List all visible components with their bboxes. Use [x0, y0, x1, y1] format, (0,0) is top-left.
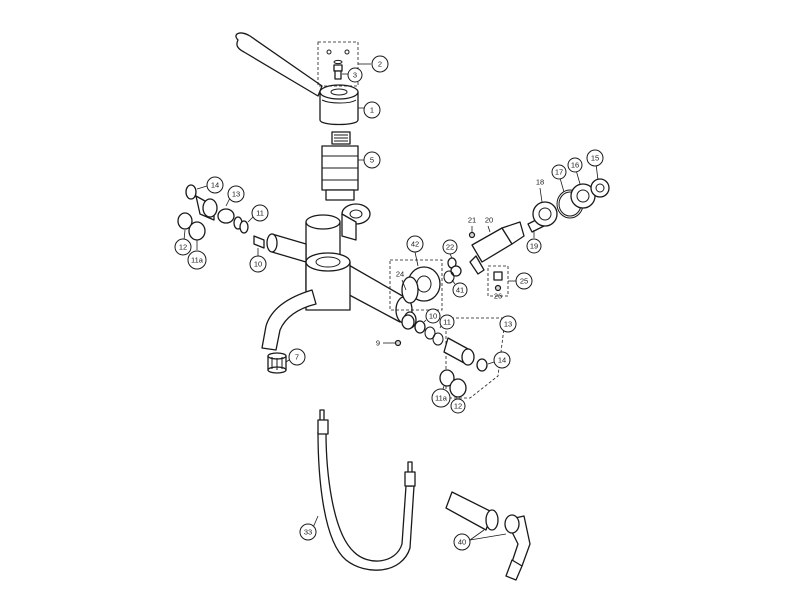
callout-13-left-label: 13: [232, 190, 240, 199]
lever-handle: [235, 32, 359, 126]
callout-22-label: 22: [446, 243, 454, 252]
callout-26-label: 26: [494, 292, 502, 301]
callout-25: 25: [515, 272, 533, 290]
flexible-hose: [317, 409, 416, 571]
callout-13-right-label: 13: [504, 320, 512, 329]
callout-2-label: 2: [378, 60, 382, 69]
callout-11-left-label: 11: [256, 209, 264, 218]
callout-20: 20: [485, 216, 493, 225]
callout-26: 26: [494, 292, 502, 301]
callout-7-label: 7: [295, 353, 299, 362]
callout-11a-right-label: 11a: [435, 394, 448, 403]
aerator: [267, 352, 287, 374]
callout-1: 1: [363, 101, 381, 119]
callout-19: 19: [526, 238, 542, 254]
callout-10-right-label: 10: [429, 312, 437, 321]
callout-40-label: 40: [458, 538, 466, 547]
callout-11-left: 11: [251, 204, 269, 222]
callout-14-right-label: 14: [498, 356, 506, 365]
callout-41: 41: [452, 282, 468, 298]
callout-21: 21: [468, 216, 476, 225]
callout-2: 2: [371, 55, 389, 73]
callout-16: 16: [567, 157, 583, 173]
callout-20-label: 20: [485, 216, 493, 225]
callout-11a-left: 11a: [187, 250, 207, 270]
callout-17: 17: [551, 164, 567, 180]
callout-1-label: 1: [370, 106, 374, 115]
right-valve-assembly: [389, 178, 610, 311]
callout-21-label: 21: [468, 216, 476, 225]
callout-5-label: 5: [370, 156, 374, 165]
callout-14-left-label: 14: [211, 181, 219, 190]
callout-12-right: 12: [450, 398, 466, 414]
mixer-body: [261, 203, 417, 351]
callout-15-label: 15: [591, 154, 599, 163]
callout-14-left: 14: [206, 176, 224, 194]
callout-11a-right: 11a: [431, 388, 451, 408]
callout-24: 24: [396, 270, 404, 279]
callout-15: 15: [586, 149, 604, 167]
callout-10-right: 10: [425, 308, 441, 324]
callout-12-left-label: 12: [179, 243, 187, 252]
callout-14-right: 14: [493, 351, 511, 369]
callout-22: 22: [442, 239, 458, 255]
callout-40: 40: [453, 533, 471, 551]
cartridge: [321, 131, 359, 201]
callout-11-right: 11: [439, 314, 455, 330]
hose-connectors: [445, 491, 531, 581]
callout-7: 7: [288, 348, 306, 366]
callout-13-right: 13: [499, 315, 517, 333]
callout-9-label: 9: [376, 339, 380, 348]
callout-33: 33: [299, 523, 317, 541]
callout-5: 5: [363, 151, 381, 169]
callout-10-left: 10: [249, 255, 267, 273]
callout-19-label: 19: [530, 242, 538, 251]
callout-16-label: 16: [571, 161, 579, 170]
callout-18-label: 18: [536, 178, 544, 187]
callout-17-label: 17: [555, 168, 563, 177]
callout-42-label: 42: [411, 240, 419, 249]
callout-11a-left-label: 11a: [191, 256, 204, 265]
cap-screw-group: [317, 41, 359, 87]
callout-18: 18: [536, 178, 544, 187]
callouts: 2 3 1 5 14 13 11 12: [174, 55, 604, 551]
callout-11-right-label: 11: [443, 318, 451, 327]
callout-3: 3: [347, 67, 363, 83]
callout-24-label: 24: [396, 270, 404, 279]
callout-3-label: 3: [353, 71, 357, 80]
callout-12-left: 12: [174, 238, 192, 256]
callout-33-label: 33: [304, 528, 312, 537]
callout-25-label: 25: [520, 277, 528, 286]
callout-10-left-label: 10: [254, 260, 262, 269]
callout-12-right-label: 12: [454, 402, 462, 411]
callout-13-left: 13: [227, 185, 245, 203]
callout-9: 9: [376, 339, 380, 348]
callout-41-label: 41: [456, 286, 464, 295]
left-check-valve-assembly: [177, 184, 265, 249]
callout-42: 42: [406, 235, 424, 253]
